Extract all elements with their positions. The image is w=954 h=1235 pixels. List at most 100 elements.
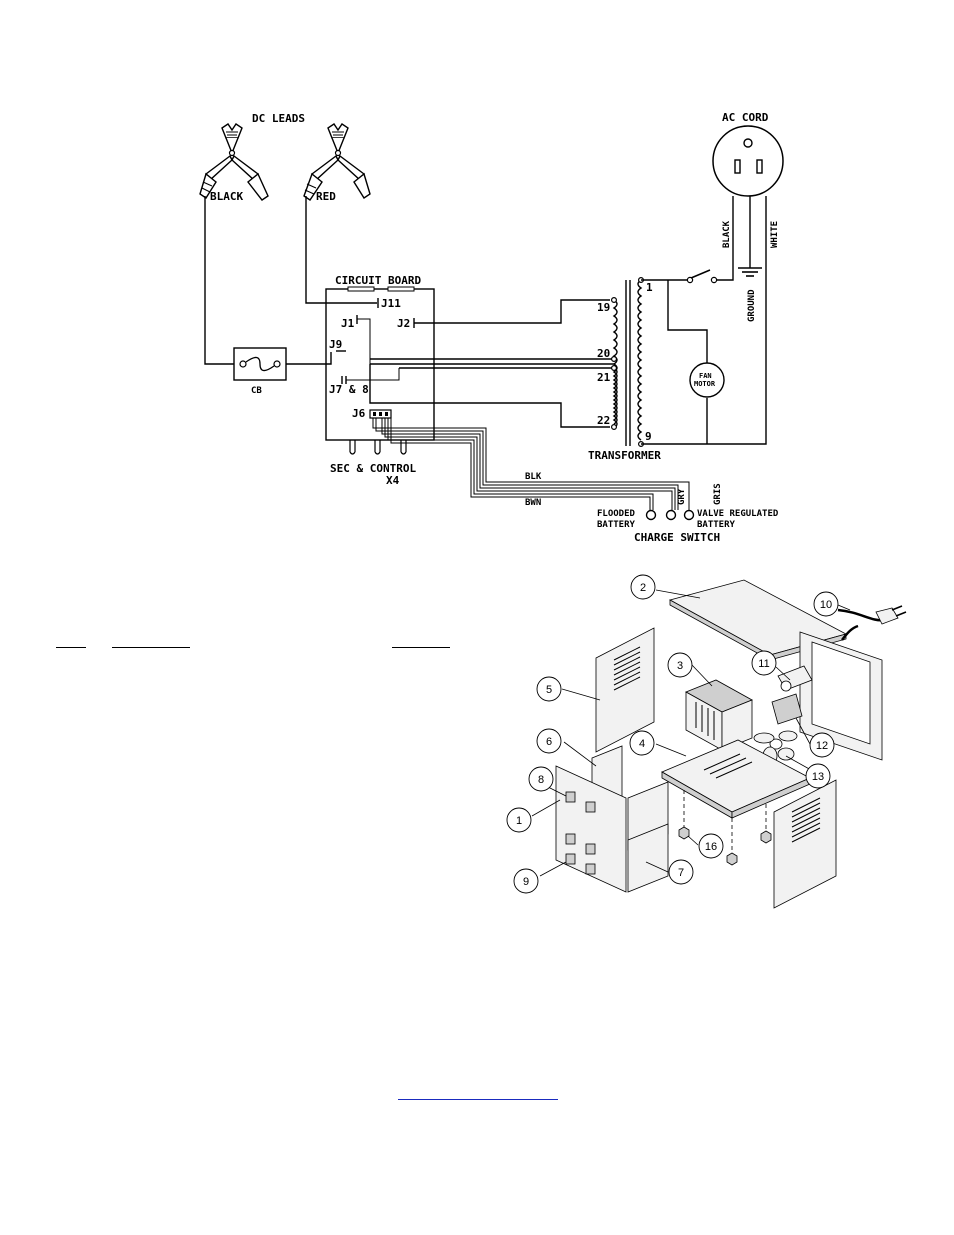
callout-1: 1 [506,807,532,833]
callout-8: 8 [528,766,554,792]
gry-label: GRY [677,488,687,505]
power-switch [686,269,718,284]
ac-black-label: BLACK [722,220,732,248]
tap-21-label: 21 [597,371,611,384]
harness-wire-bwn2 [390,418,651,510]
tap-19-label: 19 [597,301,610,314]
cb-to-j9-wire [286,352,332,365]
part-fan-motor [771,665,813,725]
svg-text:9: 9 [523,876,529,888]
wire-ac-black [717,196,734,281]
ac-cord-title: AC CORD [722,111,769,124]
svg-text:5: 5 [546,684,552,696]
svg-text:13: 13 [812,771,824,783]
svg-text:3: 3 [677,660,683,672]
harness-wire-gry [375,418,679,510]
cb-label: CB [251,386,262,396]
harness-wire-gris [372,418,690,510]
blk-label: BLK [525,472,542,482]
fan-motor-icon [689,362,725,398]
transformer-label: TRANSFORMER [588,449,661,462]
switch-terminal-common [665,509,677,521]
callout-16: 16 [698,833,724,859]
circuit-board-title: CIRCUIT BOARD [335,274,421,287]
svg-text:1: 1 [516,815,522,827]
parts-table-header-underline-1 [56,647,86,648]
wire-j2-tap19 [414,299,610,324]
j1-label: J1 [341,317,355,330]
gris-label: GRIS [713,483,723,505]
ground-label: GROUND [747,289,757,322]
board-tab-right [387,286,415,292]
transformer-primary-coil [637,277,644,448]
j7-8-label: J7 & 8 [329,383,369,396]
svg-text:12: 12 [816,740,828,752]
callout-5: 5 [536,676,562,702]
harness-wire-bwn [387,418,654,510]
right-panel-vents [791,797,821,843]
svg-text:11: 11 [758,658,769,670]
black-lead-label: BLACK [210,190,243,203]
callout-6: 6 [536,728,562,754]
svg-text:8: 8 [538,774,544,786]
switch-terminal-flooded [645,509,657,521]
svg-text:6: 6 [546,736,552,748]
part-left-panel [595,627,655,753]
wire-ac-white [641,196,767,445]
tap-22-label: 22 [597,414,610,427]
exploded-parts-view: 2 10 3 11 5 6 4 12 13 8 1 16 7 9 [506,574,907,909]
dc-leads-title: DC LEADS [252,112,305,125]
flooded-label-2: BATTERY [597,520,636,530]
part-mounting-feet [678,790,772,866]
part-transformer [685,679,753,751]
svg-text:2: 2 [640,582,646,594]
switch-terminal-valve [683,509,695,521]
j9-label: J9 [329,338,342,351]
j2-label: J2 [397,317,410,330]
red-lead-label: RED [316,190,336,203]
fan-label: FAN [699,372,712,380]
ac-plug-icon [712,125,784,197]
wiring-schematic: DC LEADS BLACK RED [199,111,784,544]
charge-switch-label: CHARGE SWITCH [634,531,720,544]
harness-wire-blk [381,418,676,510]
sec-control-label: SEC & CONTROL [330,462,416,475]
callout-leaders [531,589,851,877]
part-right-panel [773,779,837,909]
svg-text:4: 4 [639,738,645,750]
callout-12: 12 [809,732,835,758]
parts-table-header-underline-3 [392,647,450,648]
callout-4: 4 [629,730,655,756]
valve-label-1: VALVE REGULATED [697,509,779,519]
tap-9-label: 9 [645,430,652,443]
black-lead-wire [204,196,235,365]
part-heatsink-7 [627,823,669,893]
svg-text:10: 10 [820,599,832,611]
black-clamp-icon [199,123,269,201]
svg-text:16: 16 [705,841,717,853]
j11-label: J11 [381,297,401,310]
callout-3: 3 [667,652,693,678]
callout-11: 11 [751,650,777,676]
left-panel-vents [613,646,641,691]
red-clamp-icon [303,123,371,201]
board-tab-left [347,286,375,292]
callout-13: 13 [805,763,831,789]
x4-label: X4 [386,474,400,487]
parts-table-header-underline-2 [112,647,190,648]
ac-white-label: WHITE [770,221,780,248]
callout-10: 10 [813,591,839,617]
callout-2: 2 [630,574,656,600]
flooded-label-1: FLOODED [597,509,636,519]
footer-link-underline[interactable] [398,1099,558,1100]
tap-1-label: 1 [646,281,653,294]
circuit-breaker [233,347,287,381]
harness-wire-blk2 [384,418,673,510]
bwn-label: BWN [525,498,541,508]
callout-7: 7 [668,859,694,885]
callout-9: 9 [513,868,539,894]
front-panel-rectifiers [565,791,596,875]
ground-icon [738,196,762,277]
wire-tap22 [369,364,610,428]
